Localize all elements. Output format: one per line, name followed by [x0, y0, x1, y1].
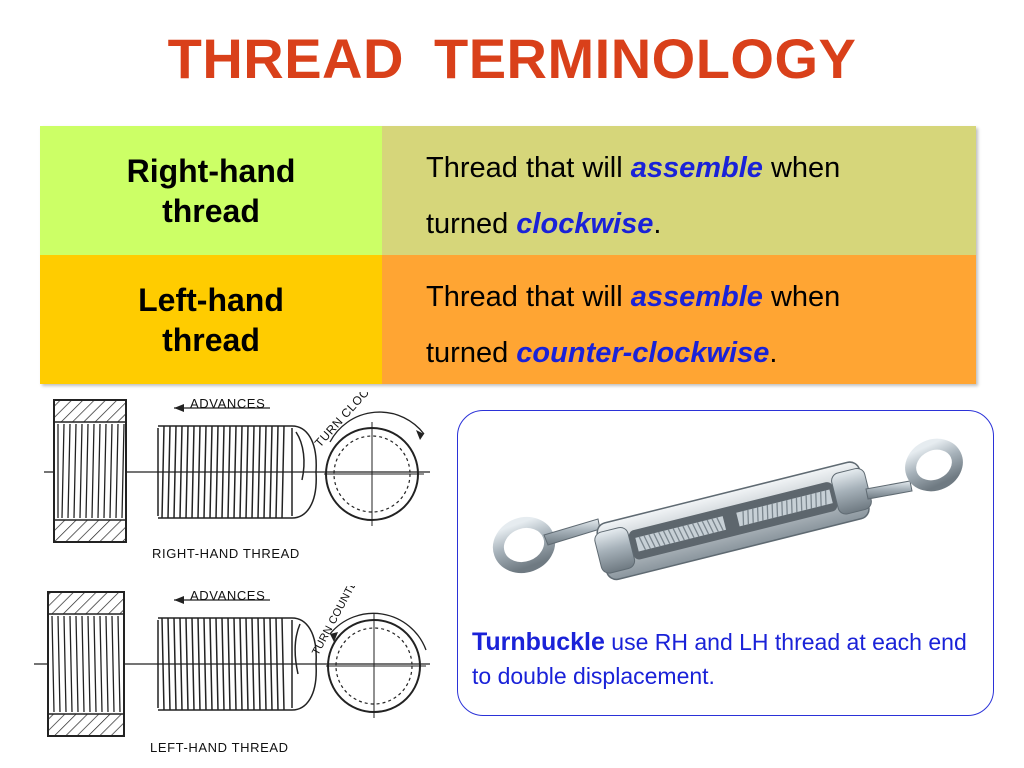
definition-line: Thread that will assemble when [426, 140, 976, 196]
turn-direction-label: TURN CLOCKWISE [312, 392, 400, 450]
advances-label: ADVANCES [190, 396, 266, 411]
turnbuckle-description: use RH and LH thread at each end to doub… [472, 629, 967, 689]
turnbuckle-caption: Turnbuckle use RH and LH thread at each … [472, 625, 984, 693]
turnbuckle-image [492, 438, 963, 581]
definition-text: turned [426, 208, 517, 240]
definition-cell: Thread that will assemble when turned cl… [382, 126, 976, 255]
right-hand-thread-diagram: TURN CLOCKWISE ADVANCES RIGHT-HAND THREA… [34, 392, 434, 570]
definition-text: when [762, 152, 841, 184]
term-cell: Right-hand thread [40, 126, 382, 255]
turnbuckle-panel: Turnbuckle use RH and LH thread at each … [457, 410, 994, 716]
definition-text: Thread that will [426, 281, 631, 313]
keyword-assemble: assemble [630, 152, 763, 184]
terminology-table: Right-hand thread Thread that will assem… [40, 126, 976, 384]
table-row-right-hand: Right-hand thread Thread that will assem… [40, 126, 976, 255]
term-line: thread [162, 321, 260, 358]
definition-text: Thread that will [426, 152, 631, 184]
term-line: thread [162, 192, 260, 229]
keyword-assemble: assemble [630, 281, 763, 313]
advances-label: ADVANCES [190, 588, 266, 603]
definition-line: turned clockwise. [426, 196, 976, 252]
turnbuckle-title: Turnbuckle [472, 628, 605, 656]
right-hand-thread-drawing: TURN CLOCKWISE [44, 392, 430, 543]
keyword-counter-clockwise: counter-clockwise [516, 337, 770, 369]
diagram-caption: LEFT-HAND THREAD [150, 740, 289, 755]
keyword-clockwise: clockwise [516, 208, 654, 240]
diagram-caption: RIGHT-HAND THREAD [152, 546, 300, 561]
page-title: THREAD TERMINOLOGY [167, 27, 857, 90]
definition-text: . [769, 337, 778, 369]
term-cell: Left-hand thread [40, 255, 382, 384]
definition-text: . [653, 208, 662, 240]
term-line: Right-hand [126, 152, 296, 189]
definition-text: when [762, 281, 841, 313]
definition-line: turned counter-clockwise. [426, 325, 976, 381]
left-hand-thread-diagram: TURN COUNTER-CLOCKWISE ADVANCES LEFT-HAN… [34, 586, 434, 768]
definition-cell: Thread that will assemble when turned co… [382, 255, 976, 384]
table-row-left-hand: Left-hand thread Thread that will assemb… [40, 255, 976, 384]
definition-text: turned [426, 337, 517, 369]
term-line: Left-hand [138, 281, 284, 318]
left-hand-thread-drawing: TURN COUNTER-CLOCKWISE [34, 586, 430, 737]
definition-line: Thread that will assemble when [426, 269, 976, 325]
